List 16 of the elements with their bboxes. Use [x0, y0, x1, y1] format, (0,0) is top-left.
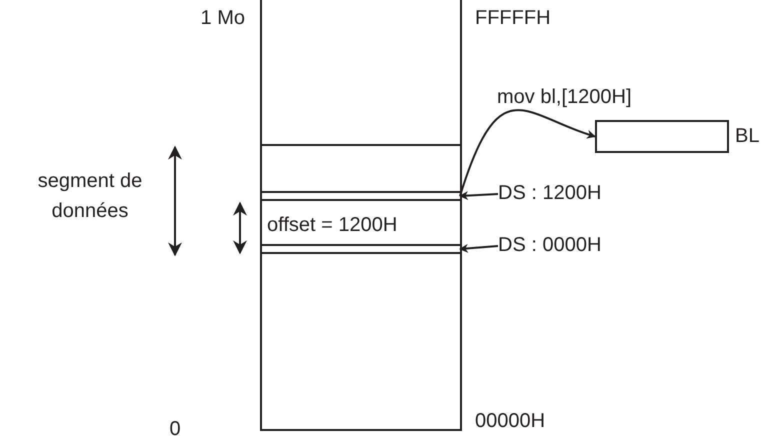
arrow	[459, 109, 596, 196]
address-label: FFFFFH	[475, 7, 551, 29]
instruction-text: mov bl,[1200H]	[497, 86, 632, 108]
segment-label: segment de données	[36, 169, 144, 224]
address-label: DS : 1200H	[498, 182, 602, 206]
memory-block	[260, 0, 462, 431]
offset-label: offset = 1200H	[267, 214, 398, 236]
memory-size-label: 1 Mo	[200, 7, 245, 29]
memory-cell	[262, 191, 460, 201]
address-label: 00000H	[475, 410, 546, 432]
arrow	[459, 191, 498, 200]
memory-start-label: 0	[168, 418, 182, 436]
memory-cell	[262, 244, 460, 254]
arrow	[459, 244, 498, 253]
register-name: BL	[735, 125, 760, 147]
address-label: DS : 0000H	[498, 234, 602, 258]
